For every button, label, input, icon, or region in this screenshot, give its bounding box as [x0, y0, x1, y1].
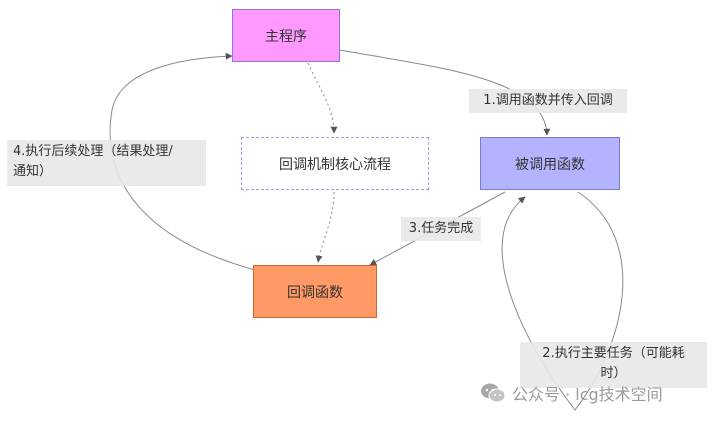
label-task-complete: 3.任务完成: [401, 217, 481, 241]
edge-execute-main-task: [501, 191, 624, 411]
edge-call-pass-callback: [339, 49, 551, 136]
label-followup-line1: 4.执行后续处理（结果处理/: [13, 144, 173, 159]
node-main-program-label: 主程序: [265, 28, 307, 45]
node-callback-function-label: 回调函数: [287, 284, 343, 301]
label-followup-line2: 通知）: [13, 164, 53, 179]
label-execute-main-task-line2: 时）: [600, 366, 627, 381]
edge-followup: [109, 52, 256, 271]
node-core-flow: 回调机制核心流程: [241, 137, 429, 190]
watermark: 公众号 · lcg技术空间: [480, 378, 663, 408]
label-execute-main-task: 2.执行主要任务（可能耗 时）: [520, 342, 707, 388]
label-call-pass-callback: 1.调用函数并传入回调: [469, 89, 627, 113]
label-task-complete-text: 3.任务完成: [408, 221, 474, 236]
label-execute-main-task-line1: 2.执行主要任务（可能耗: [542, 346, 685, 361]
edge-dotted-flow-to-callback: [315, 191, 335, 263]
label-call-pass-callback-text: 1.调用函数并传入回调: [483, 93, 613, 108]
wechat-icon: [481, 383, 506, 403]
edge-dotted-main-to-flow: [307, 62, 338, 134]
node-core-flow-label: 回调机制核心流程: [279, 156, 391, 173]
watermark-text: 公众号 · lcg技术空间: [512, 385, 663, 404]
node-callback-function: 回调函数: [253, 265, 377, 318]
label-followup: 4.执行后续处理（结果处理/ 通知）: [7, 140, 206, 186]
node-called-function-label: 被调用函数: [515, 156, 585, 173]
node-called-function: 被调用函数: [480, 137, 620, 190]
node-main-program: 主程序: [232, 9, 340, 62]
